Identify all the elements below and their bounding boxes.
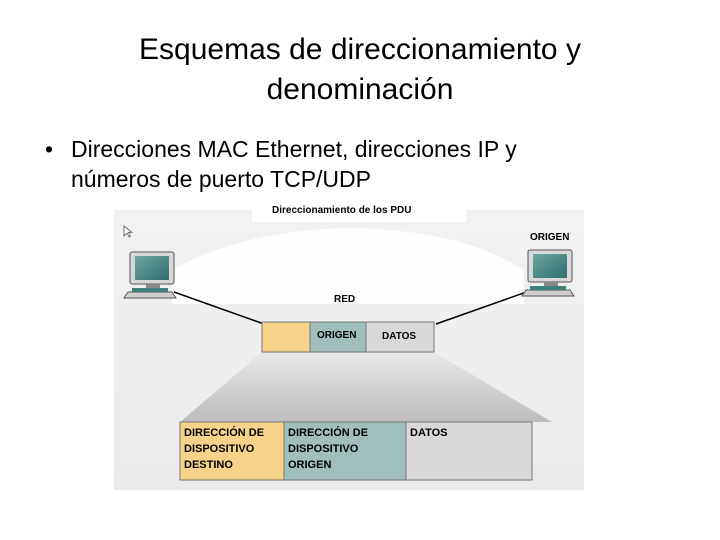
pdu-addressing-diagram: Direccionamiento de los PDU ORIGEN RED O… (112, 200, 584, 490)
slide-title-line-1: Esquemas de direccionamiento y (139, 33, 581, 66)
right-host-label: ORIGEN (530, 232, 570, 243)
cursor-icon (123, 225, 134, 238)
slide-title-line-2: denominación (266, 73, 454, 106)
link-left (173, 291, 265, 325)
small-pdu-origin-label: ORIGEN (317, 330, 357, 341)
small-pdu-origin-cell (309, 321, 367, 353)
large-pdu-data-cell (405, 421, 533, 481)
small-pdu-data-label: DATOS (382, 331, 417, 342)
diagram-heading: Direccionamiento de los PDU (272, 205, 412, 216)
large-pdu-data-label: DATOS (410, 427, 448, 439)
diagram-graphics (114, 200, 584, 490)
computer-icon-right (521, 249, 575, 297)
small-pdu-data-cell (365, 321, 435, 353)
computer-icon-left (123, 251, 177, 299)
small-pdu-dest-cell (261, 321, 311, 353)
bullet-point: • Direcciones MAC Ethernet, direcciones … (45, 134, 665, 194)
heading-strip (252, 200, 466, 222)
large-pdu-dest-label: DIRECCIÓN DE DISPOSITIVO DESTINO (184, 427, 265, 471)
bullet-text-line-2: números de puerto TCP/UDP (71, 166, 371, 192)
bullet-dot: • (45, 136, 54, 162)
large-pdu-origin-label: DIRECCIÓN DE DISPOSITIVO ORIGEN (288, 427, 369, 471)
slide-title: Esquemas de direccionamiento y denominac… (40, 30, 680, 110)
link-right (435, 289, 533, 325)
network-area (172, 228, 524, 304)
bullet-text-line-1: Direcciones MAC Ethernet, direcciones IP… (71, 136, 517, 162)
network-label: RED (334, 294, 356, 305)
projection-fan (180, 352, 552, 422)
large-pdu-origin-cell (283, 421, 407, 481)
